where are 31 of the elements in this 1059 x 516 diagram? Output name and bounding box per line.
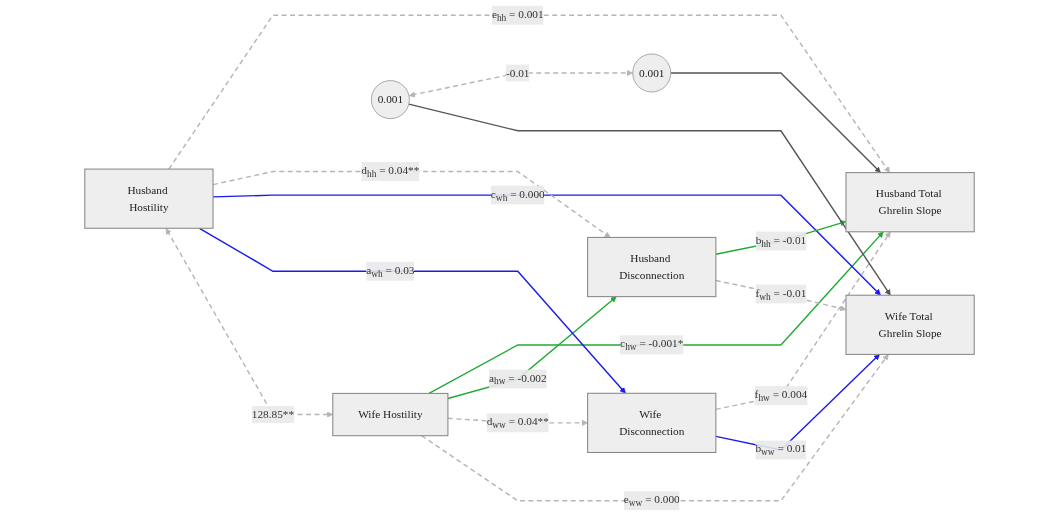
node-circle: 0.001 [370, 80, 410, 119]
node-box: Husband Disconnection [587, 236, 717, 298]
arrow [447, 296, 617, 400]
edge-label: c$_{wh}$ = 0.000 [490, 187, 545, 203]
edge-label: f$_{hw}$ = 0.004 [754, 388, 808, 404]
arrow [428, 231, 884, 395]
arrow [715, 231, 891, 411]
edge-label: b$_{ww}$ = 0.01 [755, 442, 807, 458]
edge-label: d$_{ww}$ = 0.04** [486, 415, 549, 431]
arrow [670, 72, 881, 173]
edge-label: -0.01 [506, 66, 530, 79]
arrow [420, 354, 889, 502]
edge-label: e$_{ww}$ = 0.000 [623, 493, 680, 509]
arrow [408, 69, 633, 98]
edge-label: d$_{hh}$ = 0.04** [361, 164, 420, 179]
arrow [168, 14, 890, 173]
node-box: Wife Hostility [332, 392, 449, 437]
edge-label: c$_{hw}$ = -0.001* [620, 337, 684, 353]
edge-label: 128.85** [251, 408, 295, 421]
node-box: Husband Total Ghrelin Slope [845, 172, 975, 233]
node-box: Husband Hostility [84, 168, 214, 229]
edge-label: b$_{hh}$ = -0.01 [755, 233, 807, 249]
edge-label: e$_{hh}$ = 0.001 [491, 7, 544, 23]
node-box: Wife Total Ghrelin Slope [845, 294, 975, 355]
node-box: Wife Disconnection [587, 392, 717, 453]
arrow [198, 227, 626, 394]
arrow [408, 103, 891, 296]
edge-label: a$_{wh}$ = 0.03 [366, 263, 415, 279]
edge-label: f$_{wh}$ = -0.01 [755, 286, 807, 302]
edge-label: a$_{hw}$ = -0.002 [488, 371, 547, 387]
node-circle: 0.001 [632, 53, 672, 93]
